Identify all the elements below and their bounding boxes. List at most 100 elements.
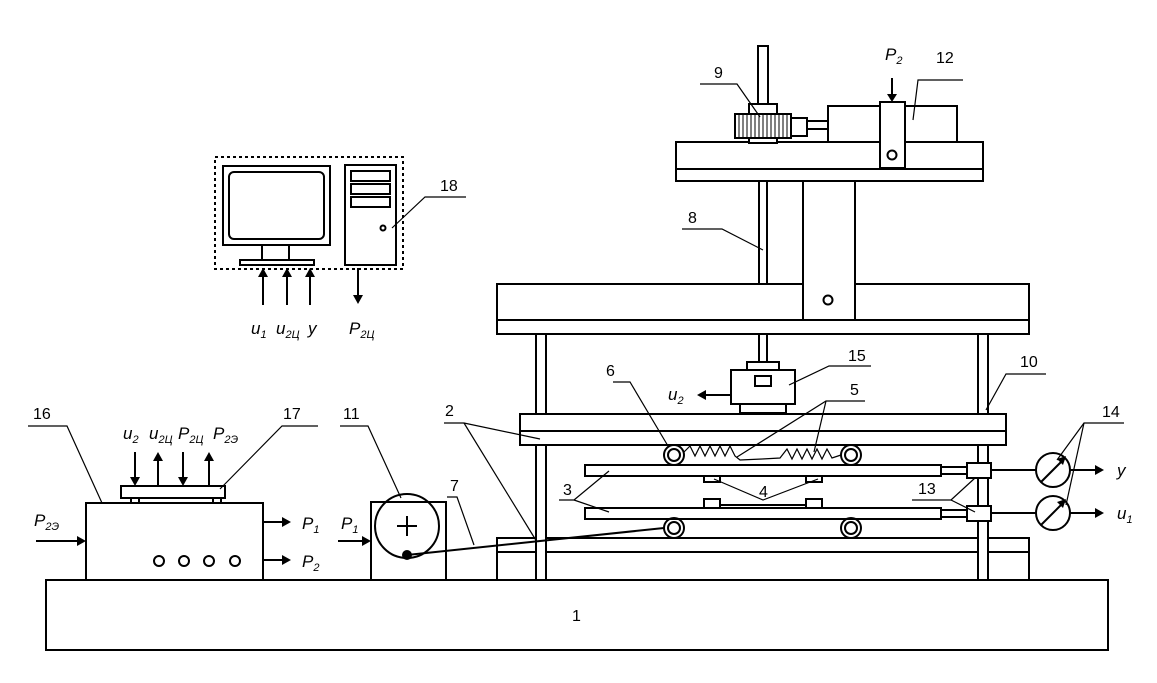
force-sensor-foot	[739, 403, 787, 414]
top-plate	[675, 141, 984, 170]
rod-lower	[940, 509, 968, 518]
upper-beam-lower-strip	[496, 319, 1030, 335]
label-plate: 2	[445, 403, 454, 420]
pc-drive-2	[350, 183, 391, 195]
iface-p2e-head	[204, 452, 214, 461]
pc-power-button	[379, 224, 387, 232]
leader-lines	[28, 79, 1124, 546]
sample-plate-upper	[584, 464, 942, 477]
sym-p2e-in: P2Э	[34, 511, 59, 533]
interface-module	[120, 485, 226, 499]
controller-knob-2	[178, 555, 190, 567]
sample-plate-lower	[584, 507, 942, 520]
iface-p2c-head	[178, 477, 188, 486]
rod-lower-head	[966, 505, 992, 522]
p2e-in-head	[77, 536, 86, 546]
guide-block	[802, 180, 856, 321]
label-roller: 6	[606, 363, 615, 380]
controller-knob-3	[203, 555, 215, 567]
label-gear: 9	[714, 65, 723, 82]
controller-knob-4	[229, 555, 241, 567]
lead-screw	[758, 180, 768, 285]
column-left	[535, 333, 547, 581]
controller-knob-1	[153, 555, 165, 567]
pc-u2c-head	[282, 268, 292, 277]
label-controller: 16	[33, 406, 51, 423]
u1-out-head	[1095, 508, 1104, 518]
label-sample-plates: 3	[563, 482, 572, 499]
label-force-sensor: 15	[848, 348, 866, 365]
sym-iface-p2e: P2Э	[213, 424, 238, 446]
drive-motor-housing	[370, 501, 447, 581]
spacer-lower-right	[805, 498, 823, 509]
column-right	[977, 333, 989, 581]
pc-drive-3	[350, 196, 391, 208]
base-block	[45, 579, 1109, 651]
label-column: 10	[1020, 354, 1038, 371]
upper-beam	[496, 283, 1030, 321]
sym-p2-top: P2	[885, 45, 902, 67]
lower-plate	[496, 537, 1030, 553]
sym-pc-u1: u1	[251, 319, 267, 341]
lead-screw-top	[757, 45, 769, 105]
motor-shaft	[806, 120, 829, 130]
motor-clamp	[879, 101, 906, 169]
sym-p2-out: P2	[302, 552, 319, 574]
gear-base	[748, 137, 778, 144]
roller-upper-right-inner	[844, 448, 858, 462]
label-computer: 18	[440, 178, 458, 195]
gauge-y-needle-tip	[1057, 456, 1066, 465]
sensor-cap	[746, 361, 780, 371]
label-motor-drive: 11	[343, 406, 360, 423]
force-sensor-window	[754, 375, 772, 387]
monitor-neck	[261, 244, 290, 261]
iface-u2c-head	[153, 452, 163, 461]
label-motor-top: 12	[936, 50, 954, 67]
roller-upper-left-inner	[667, 448, 681, 462]
roller-lower-left-inner	[667, 521, 681, 535]
cable	[406, 527, 665, 556]
monitor-stand	[239, 259, 315, 266]
sym-pc-u2c: u2Ц	[276, 319, 300, 341]
upper-moving-plate-strip	[519, 430, 1007, 446]
p2-out-head	[282, 555, 291, 565]
sym-iface-u2: u2	[123, 424, 139, 446]
u2-arrow-head	[697, 390, 706, 400]
pc-drive-1	[350, 170, 391, 182]
iface-u2-head	[130, 477, 140, 486]
worm	[790, 117, 808, 137]
label-spacers: 4	[759, 484, 768, 501]
top-plate-strip	[675, 168, 984, 182]
interface-foot-right	[212, 497, 222, 504]
pc-u1-head	[258, 268, 268, 277]
gear-teeth	[738, 115, 788, 137]
rod-upper-head	[966, 462, 992, 479]
label-base: 1	[572, 608, 581, 625]
label-screw: 8	[688, 210, 697, 227]
sym-p1-out: P1	[302, 514, 319, 536]
label-sensor-leads: 13	[918, 481, 936, 498]
sym-y-out: y	[1116, 461, 1127, 480]
sym-u1-out: u1	[1117, 504, 1133, 526]
p1-out-head	[282, 517, 291, 527]
label-springs: 5	[850, 382, 859, 399]
upper-moving-plate	[519, 413, 1007, 432]
label-interface: 17	[283, 406, 301, 423]
p2-top-arrow-head	[887, 94, 897, 102]
roller-lower-right-inner	[844, 521, 858, 535]
label-cable: 7	[450, 478, 459, 495]
monitor-screen	[228, 171, 325, 240]
spacer-upper-left	[703, 475, 721, 483]
sym-pc-y: y	[307, 319, 318, 338]
spring-right	[761, 447, 842, 461]
guide-pin	[822, 294, 834, 306]
gear-hub	[748, 103, 778, 115]
rod-upper	[940, 466, 968, 475]
spring-left	[683, 444, 763, 461]
spacer-lower-left	[703, 498, 721, 509]
roller-lower-right	[840, 517, 862, 539]
y-out-head	[1095, 465, 1104, 475]
p1-in-head	[362, 536, 371, 546]
sym-u2-sensor: u2	[668, 385, 684, 407]
gauge-u1-needle-tip	[1057, 499, 1066, 508]
